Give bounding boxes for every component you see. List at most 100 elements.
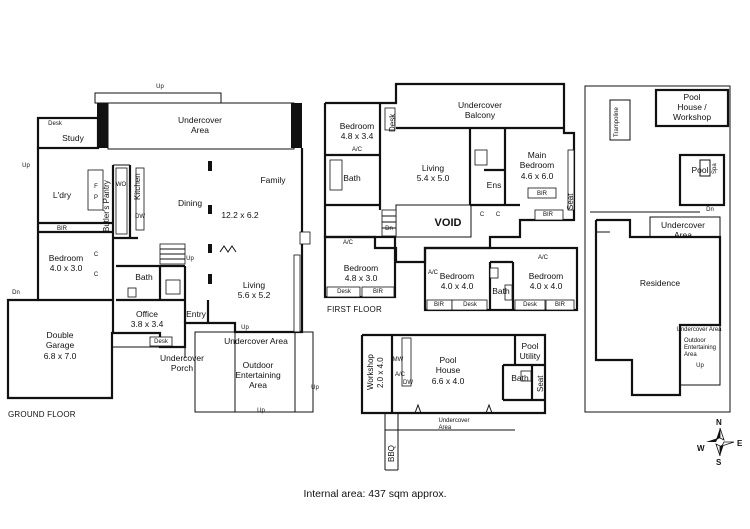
ff-ac-2: A/C [342,240,354,246]
ff-bath: Bath [343,173,361,183]
room-study: Study [62,133,84,143]
ff-living-size: 5.4 x 5.0 [416,173,450,183]
internal-area-footer: Internal area: 437 sqm approx. [303,488,447,500]
site-pool-house-workshop: Pool House / Workshop [673,92,711,122]
room-ldry: L'dry [52,190,72,200]
ff-desk-bed4: Desk [523,302,537,308]
up-label-stairs: Up [186,256,194,262]
ff-bir-bed4: BIR [554,302,566,308]
ff-bedroom3-name: Bedroom [439,271,475,281]
ph-seat: Seat [536,375,545,392]
up-label-left: Up [22,163,30,169]
site-undercover-small: Undercover Area [676,327,722,333]
compass-rose [706,427,735,457]
pool-utility-text: Pool Utility [519,341,541,361]
ff-bedroom1-size: 4.8 x 3.4 [340,131,374,141]
study-desk: Desk [48,121,62,127]
site-undercover-text: Undercover Area [661,220,705,240]
ff-bath-2: Bath [492,286,510,296]
ff-bedroom2-name: Bedroom [343,263,379,273]
site-outdoor-text: Outdoor Entertaining Area [683,338,717,358]
room-family: Family [260,175,286,185]
ff-desk-top: Desk [388,113,397,132]
room-butlers-pantry: Butler's Pantry [102,180,111,232]
ph-bbq: BBQ [387,445,396,462]
room-outdoor-entertaining: Outdoor Entertaining Area [235,360,280,390]
ff-desk-bed3: Desk [463,302,477,308]
ph-pool-utility: Pool Utility [520,341,541,361]
bedroom-size: 4.0 x 3.0 [49,263,83,273]
code-c1: C [93,252,99,258]
compass-n: N [716,418,722,427]
ff-dn: Dn [385,226,393,232]
ff-bir-bed2: BIR [372,289,384,295]
ground-floor-caption: GROUND FLOOR [8,410,76,419]
site-up: Up [696,363,704,369]
room-undercover-area-side: Undercover Area [224,336,288,346]
main-bedroom-text: Main Bedroom [519,150,555,170]
dn-label-garage: Dn [12,290,20,296]
ph-workshop: Workshop [366,354,375,390]
up-label-living: Up [241,325,249,331]
undercover-balcony-text: Undercover Balcony [458,100,502,120]
up-label-top: Up [156,84,164,90]
ff-seat: Seat [566,193,575,210]
ff-c-1: C [479,212,485,218]
code-wo: WO [115,182,127,188]
ff-ens: Ens [486,180,502,190]
ff-bedroom3-size: 4.0 x 4.0 [440,281,474,291]
ff-bedroom2-size: 4.8 x 3.0 [344,273,378,283]
ff-bir-bed3: BIR [433,302,445,308]
ff-ac-4: A/C [537,255,549,261]
ph-pool-house-size: 6.6 x 4.0 [431,376,465,386]
ground-floor-walls [6,92,314,413]
ff-bedroom4-size: 4.0 x 4.0 [529,281,563,291]
pool-house-text: Pool House [435,355,461,375]
ph-dw: DW [403,380,413,386]
room-bedroom: Bedroom [48,253,84,263]
site-dn: Dn [706,207,714,213]
ph-mw: MW [392,357,404,363]
code-p: P [93,195,99,201]
ph-undercover-text: Undercover Area [438,418,470,431]
compass-w: W [697,444,705,453]
site-pool: Pool [691,165,709,175]
room-dining: Dining [177,198,203,208]
ff-living-name: Living [421,163,445,173]
first-floor-caption: FIRST FLOOR [327,305,382,314]
living-size: 5.6 x 5.2 [237,290,271,300]
double-garage-text: Double Garage [45,330,75,350]
room-office: Office [135,309,159,319]
ff-bedroom4-name: Bedroom [528,271,564,281]
site-outdoor-entertaining: Outdoor Entertaining Area [684,338,716,359]
ff-ac-3: A/C [427,270,439,276]
undercover-porch-text: Undercover Porch [160,353,204,373]
site-spa: Spa [712,163,718,174]
ff-main-bedroom: Main Bedroom [520,150,555,170]
room-bath: Bath [135,272,153,282]
pool-house-walls [360,333,547,471]
ff-c-2: C [495,212,501,218]
undercover-area-top-text: Undercover Area [178,115,222,135]
ff-main-bedroom-size: 4.6 x 6.0 [520,171,554,181]
site-trampoline: Trampoline [614,107,620,137]
ff-undercover-balcony: Undercover Balcony [458,100,502,120]
room-double-garage: Double Garage [46,330,74,350]
room-undercover-area-top: Undercover Area [178,115,222,135]
ff-bir-main2: BIR [542,212,554,218]
ff-bir-main: BIR [536,191,548,197]
up-label-outdoor-bottom: Up [257,408,265,414]
ff-desk-bed2: Desk [337,289,351,295]
first-floor-walls [323,82,579,312]
room-entry: Entry [186,309,206,319]
ldry-bir: BIR [56,226,68,232]
room-undercover-porch: Undercover Porch [160,353,204,373]
office-desk: Desk [154,339,168,345]
ph-bath: Bath [511,373,529,383]
ph-pool-house: Pool House [436,355,461,375]
room-living: Living [242,280,266,290]
site-pool-house-text: Pool House / Workshop [672,92,712,122]
site-undercover-area: Undercover Area [661,220,705,240]
code-c2: C [93,272,99,278]
